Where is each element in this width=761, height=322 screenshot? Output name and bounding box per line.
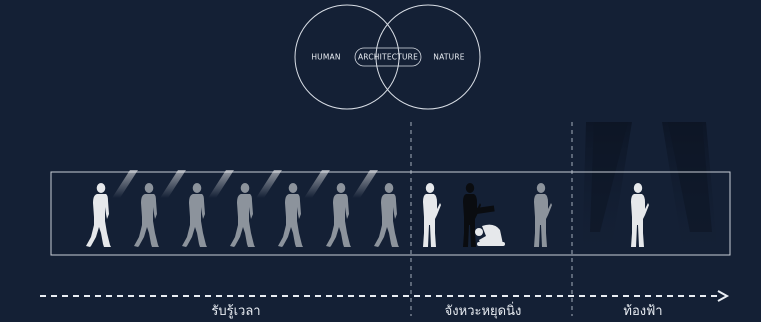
light-beam-icon <box>112 170 138 198</box>
person-standing-icon <box>423 183 441 247</box>
timeline-arrow <box>40 290 730 302</box>
light-beam-icon <box>160 170 186 198</box>
venn-label-architecture: ARCHITECTURE <box>357 52 419 62</box>
person-walking-icon <box>134 183 159 247</box>
venn-label-human: HUMAN <box>311 52 341 62</box>
dark-standing-figure <box>463 183 495 247</box>
light-beam-icon <box>256 170 282 198</box>
phase-label-pause: จังหวะหยุดนิ่ง <box>444 304 522 319</box>
person-walking-icon <box>278 183 303 247</box>
person-walking-icon <box>86 183 111 247</box>
phase-label-perceive-time: รับรู้เวลา <box>211 304 261 319</box>
light-beam-icon <box>304 170 330 198</box>
venn-label-nature: NATURE <box>433 52 465 62</box>
walking-figures <box>86 183 399 247</box>
pause-figures <box>423 183 552 247</box>
person-standing-icon <box>463 183 481 247</box>
person-walking-icon <box>326 183 351 247</box>
venn-diagram <box>294 4 481 110</box>
venn-circle-human <box>294 4 400 110</box>
venn-center-pill <box>354 47 422 67</box>
person-kneeling-icon <box>475 224 505 246</box>
venn-circle-nature <box>375 4 481 110</box>
person-walking-icon <box>182 183 207 247</box>
light-beam-icon <box>352 170 378 198</box>
sky-light-shafts <box>582 122 718 258</box>
person-walking-icon <box>374 183 399 247</box>
phase-label-sky: ท้องฟ้า <box>623 304 663 319</box>
person-standing-icon <box>534 183 552 247</box>
light-beam-icon <box>208 170 234 198</box>
person-standing-icon <box>631 183 649 247</box>
person-walking-icon <box>230 183 255 247</box>
sequence-frame <box>50 171 731 256</box>
